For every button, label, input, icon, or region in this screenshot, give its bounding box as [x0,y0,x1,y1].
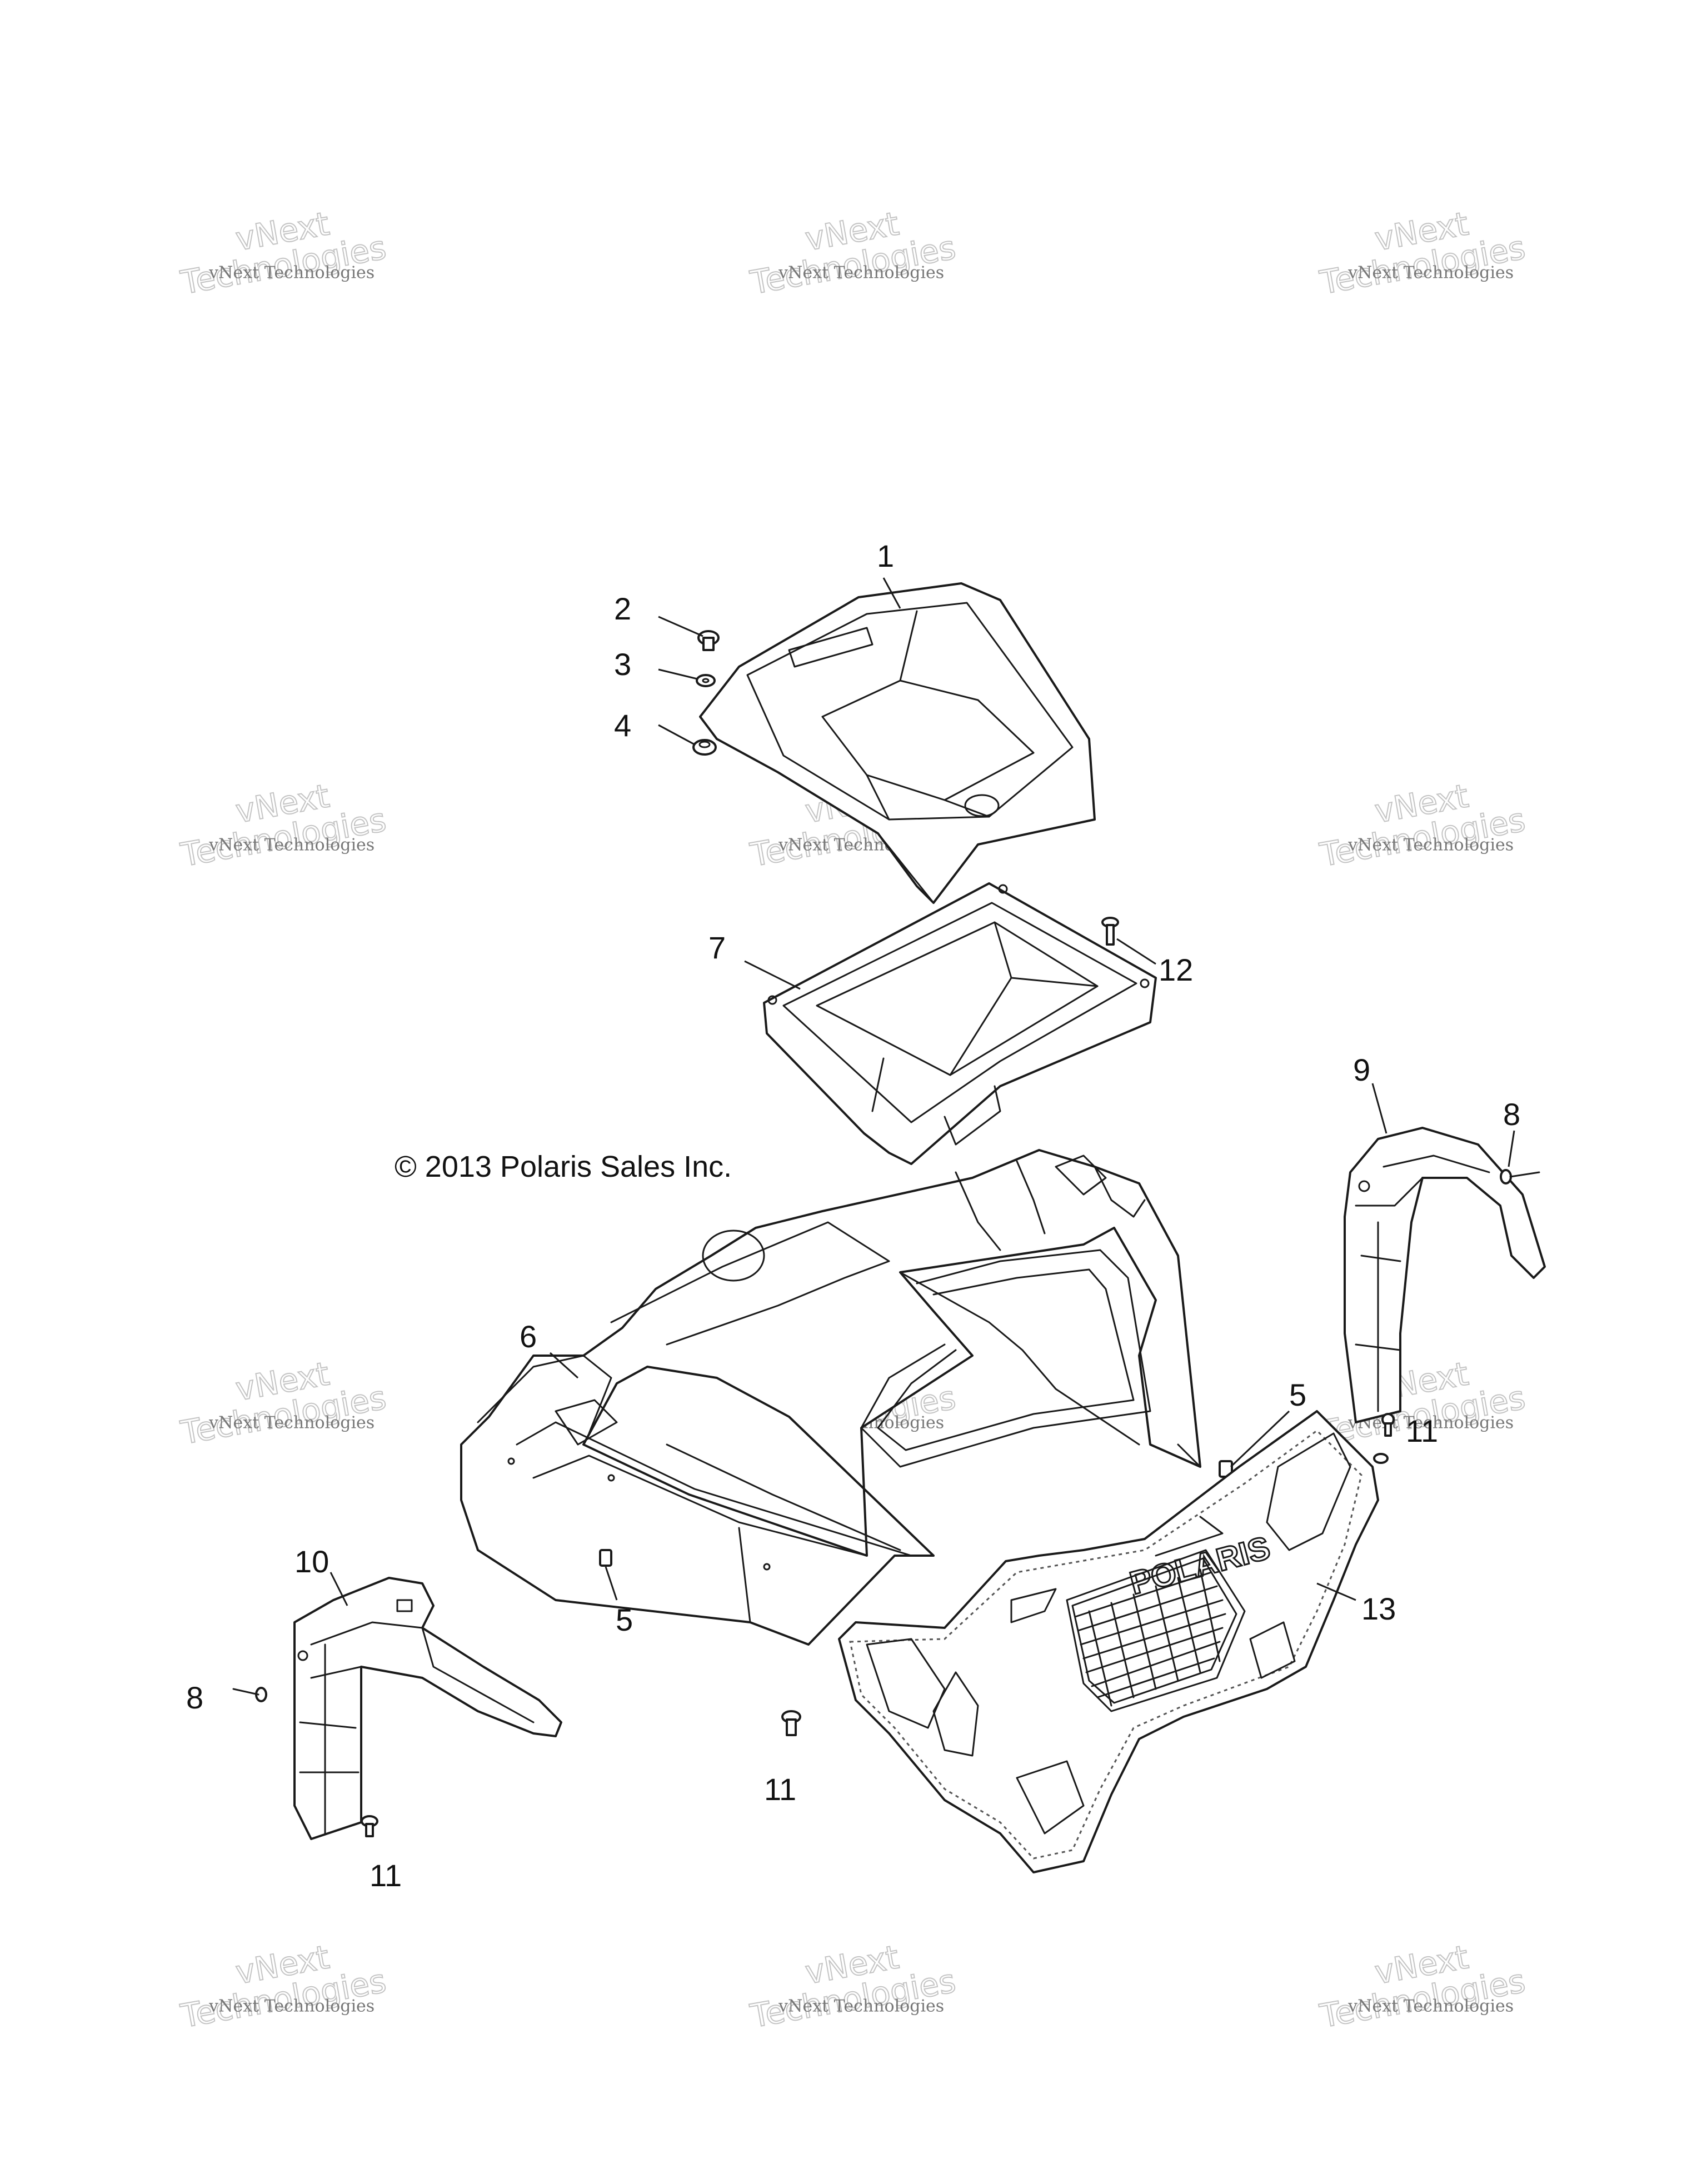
svg-text:vNext Technologies: vNext Technologies [1347,836,1514,855]
callout-8-right: 8 [1503,1097,1520,1132]
part-5-clip-center [599,1549,612,1567]
leader-6 [549,1352,579,1379]
callout-12: 12 [1159,952,1193,987]
callout-8-left: 8 [186,1680,203,1715]
callout-10: 10 [295,1544,329,1579]
watermark-top-left: Technologies vNext vNext Technologies [177,204,390,302]
svg-text:vNext Technologies: vNext Technologies [208,1997,375,2016]
leader-3 [658,668,698,680]
callout-11-left: 11 [370,1858,402,1893]
watermark-bottom-left: Technologies vNext vNext Technologies [177,1937,390,2036]
callout-7: 7 [708,930,726,965]
part-11-fastener-left [361,1815,378,1837]
part-9-right-fender [1344,1127,1546,1423]
callout-labels: 1 2 3 4 7 12 6 5 5 9 8 8 10 11 11 11 13 [186,538,1520,1893]
leader-13 [1316,1582,1356,1601]
svg-text:vNext Technologies: vNext Technologies [1347,263,1514,283]
part-3-washer [696,674,716,687]
part-8-pin-left [232,1687,267,1702]
part-4-grommet [692,739,717,756]
part-13-front-bumper-grille: POLARIS [838,1410,1379,1873]
watermark-top-right: Technologies vNext vNext Technologies [1316,204,1529,302]
svg-text:vNext Technologies: vNext Technologies [778,263,944,283]
callout-13: 13 [1361,1591,1396,1626]
watermark-mid-left: Technologies vNext vNext Technologies [177,776,390,874]
callout-6: 6 [520,1319,537,1354]
leader-5-center [605,1566,618,1601]
leader-9 [1371,1083,1387,1134]
callout-5-center: 5 [616,1602,633,1637]
part-6-front-cab [460,1149,1201,1646]
part-8-pin-right [1500,1169,1540,1185]
leader-1 [882,577,901,609]
callout-3: 3 [614,647,631,682]
part-2-knob [697,630,720,651]
part-10-left-fender [293,1577,562,1840]
watermark-low-left: Technologies vNext vNext Technologies [177,1354,390,1452]
callout-4: 4 [614,708,631,743]
leader-8-right [1508,1130,1515,1167]
callout-11-center: 11 [764,1772,796,1807]
part-11-fastener-right [1373,1413,1395,1464]
part-1-hood-lid [699,582,1096,904]
watermark-bottom-center: Technologies vNext vNext Technologies [747,1937,959,2036]
leader-lines [330,577,1515,1606]
watermark-top-center: Technologies vNext vNext Technologies [747,204,959,302]
svg-text:vNext Technologies: vNext Technologies [208,263,375,283]
svg-text:vNext Technologies: vNext Technologies [208,836,375,855]
part-11-fastener-center [781,1710,801,1736]
part-7-storage-bin [763,882,1157,1165]
callout-2: 2 [614,591,631,626]
watermark-bottom-right: Technologies vNext vNext Technologies [1316,1937,1529,2036]
watermark-mid-right: Technologies vNext vNext Technologies [1316,776,1529,874]
leader-12 [1116,938,1156,965]
svg-text:vNext Technologies: vNext Technologies [1347,1997,1514,2016]
callout-9: 9 [1353,1052,1370,1087]
copyright-text: © 2013 Polaris Sales Inc. [395,1150,732,1183]
callout-11-right: 11 [1406,1413,1438,1448]
leader-5-right [1230,1410,1290,1468]
leader-7 [744,960,801,990]
leader-2 [658,616,703,637]
svg-text:vNext Technologies: vNext Technologies [208,1413,375,1433]
callout-5-right: 5 [1289,1377,1306,1412]
svg-text:vNext Technologies: vNext Technologies [778,1997,944,2016]
callout-1: 1 [877,538,894,573]
leader-10 [330,1572,348,1606]
part-12-screw [1101,917,1119,946]
leader-4 [658,724,695,746]
